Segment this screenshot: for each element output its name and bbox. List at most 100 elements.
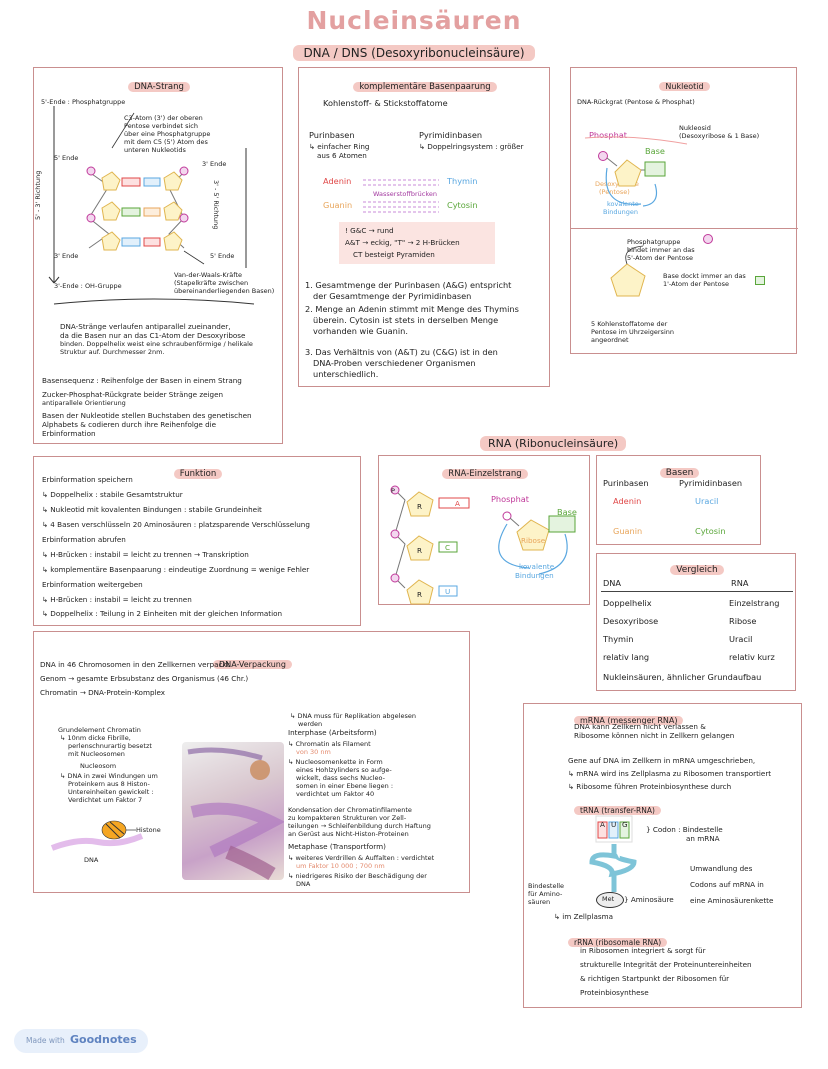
verpackung-heading: DNA-Verpackung xyxy=(213,660,292,669)
rna-base-letter: U xyxy=(445,587,451,596)
trna-diagram xyxy=(589,815,637,892)
pyrimidin-desc: ↳ Doppelringsystem : größer xyxy=(419,142,524,151)
nucleosome-icon xyxy=(50,820,144,851)
funktion-line: Erbinformation abrufen xyxy=(42,535,126,544)
phos-note: Phosphatgruppe xyxy=(627,238,681,246)
codon-note: } Codon : Bindestelle xyxy=(646,825,723,834)
rna-title: RNA (Ribonucleinsäure) xyxy=(480,432,627,451)
dna-label: DNA xyxy=(84,856,99,864)
strang-note: Basensequenz : Reihenfolge der Basen in … xyxy=(42,376,242,385)
dna-strand-diagram xyxy=(48,106,255,305)
nukleosid-label: (Desoxyribose & 1 Base) xyxy=(679,132,760,140)
merkregel-box xyxy=(339,222,495,264)
rna-base-label: Base xyxy=(557,507,577,517)
right-note: teilungen → Schleifenbildung durch Haftu… xyxy=(288,822,431,830)
cytosin-label: Cytosin xyxy=(447,200,478,210)
atoms-label: Kohlenstoff- & Stickstoffatome xyxy=(323,98,448,108)
right-note: verdichtet um Faktor 40 xyxy=(296,790,375,798)
chromatin-illustration xyxy=(187,747,286,881)
right-note: an Gerüst aus Nicht-Histon-Proteinen xyxy=(288,830,409,838)
mrna-line: ↳ mRNA wird ins Zellplasma zu Ribosomen … xyxy=(568,769,772,778)
basen-uracil: Uracil xyxy=(695,496,719,506)
base-square-icon xyxy=(755,276,765,285)
vergleich-cell: relativ kurz xyxy=(729,652,775,662)
dna-strang-panel: DNA-Strang 5'-Ende : Phosphatgruppe C3-A… xyxy=(33,67,283,444)
c-note: 5 Kohlenstoffatome der xyxy=(591,320,668,328)
made-with-label: Made with xyxy=(26,1036,65,1045)
vergleich-cell: Einzelstrang xyxy=(729,598,780,608)
rna-kov-label: Bindungen xyxy=(515,571,554,580)
h-bridge-lines xyxy=(363,179,439,213)
right-note: somen in einer Ebene liegen : xyxy=(296,782,394,790)
strang-note: Alphabets & codieren durch ihre Reihenfo… xyxy=(42,420,217,429)
left-note: Verdichtet um Faktor 7 xyxy=(68,796,143,804)
rrna-heading: rRNA (ribosomale RNA) xyxy=(568,938,668,947)
rna-ribose-letter: R xyxy=(417,546,422,555)
codon-letter: G xyxy=(622,820,628,829)
note-c3: mit dem C5 (5') Atom des xyxy=(124,138,208,146)
rule-line: CT besteigt Pyramiden xyxy=(353,250,435,259)
rna-base-letter: C xyxy=(445,543,451,552)
left-note: Proteinkern aus 8 Histon- xyxy=(68,780,150,788)
met-label: Met xyxy=(602,895,615,903)
goodnotes-badge[interactable]: Made with Goodnotes xyxy=(14,1029,148,1053)
desoxyribose-label: Desoxyribose xyxy=(595,180,639,188)
bruecken-label: Wasserstoffbrücken xyxy=(373,190,437,198)
rna-einzelstrang-panel: RNA-Einzelstrang P R R R A C U Phosphat … xyxy=(378,455,590,605)
basenpaarung-heading: komplementäre Basenpaarung xyxy=(353,82,497,92)
kovalent-label: Bindungen xyxy=(603,208,638,216)
trna-heading: tRNA (transfer-RNA) xyxy=(574,806,661,815)
thymin-label: Thymin xyxy=(447,176,478,186)
basen-pyrimidin: Pyrimidinbasen xyxy=(679,478,743,488)
basen-panel: Basen Purinbasen Pyrimidinbasen Adenin U… xyxy=(596,455,761,545)
vergleich-col-dna: DNA xyxy=(603,578,622,588)
right-note: von 30 nm xyxy=(296,748,331,756)
left-note: Nucleosom xyxy=(80,762,117,770)
bindestelle-label: säuren xyxy=(528,898,551,906)
strang-note: Zucker-Phosphat-Rückgrate beider Stränge… xyxy=(42,390,224,399)
vergleich-panel: Vergleich DNA RNA Doppelhelix Einzelstra… xyxy=(596,553,796,691)
aminosaeure-label: } Aminosäure xyxy=(624,895,674,904)
funktion-line: ↳ 4 Basen verschlüsseln 20 Aminosäuren :… xyxy=(42,520,310,529)
nukleosid-label: Nukleosid xyxy=(679,124,711,132)
label-5-ende: 5' Ende xyxy=(54,154,79,162)
verpackung-intro: Genom → gesamte Erbsubstanz des Organism… xyxy=(40,674,249,683)
purin-title: Purinbasen xyxy=(309,130,355,140)
mrna-line: ↳ Ribosome führen Proteinbiosynthese dur… xyxy=(568,782,732,791)
rna-ribose-letter: R xyxy=(417,502,422,511)
right-note: Metaphase (Transportform) xyxy=(288,842,386,851)
umwandlung-note: eine Aminosäurenkette xyxy=(690,896,774,905)
vergleich-col-rna: RNA xyxy=(731,578,749,588)
right-note: ↳ DNA muss für Replikation abgelesen xyxy=(290,712,416,720)
rrna-line: Proteinbiosynthese xyxy=(580,988,649,997)
codon-note: an mRNA xyxy=(686,834,720,843)
met-node xyxy=(596,892,624,908)
verpackung-intro: DNA in 46 Chromosomen in den Zellkernen … xyxy=(40,660,230,669)
histone-label: Histone xyxy=(136,826,161,834)
funktion-line: ↳ Doppelhelix : Teilung in 2 Einheiten m… xyxy=(42,609,283,618)
nukleotid-panel: Nukleotid DNA-Rückgrat (Pentose & Phosph… xyxy=(570,67,798,354)
right-note: ↳ niedrigeres Risiko der Beschädigung de… xyxy=(288,872,427,880)
label-3-ende: 3' Ende xyxy=(202,160,227,168)
point-line: der Gesamtmenge der Pyrimidinbasen xyxy=(313,291,472,301)
base-note: 1'-Atom der Pentose xyxy=(663,280,729,288)
rrna-line: in Ribosomen integriert & sorgt für xyxy=(580,946,706,955)
funktion-line: Erbinformation speichern xyxy=(42,475,133,484)
base-note: Base dockt immer an das xyxy=(663,272,746,280)
c-note: angeordnet xyxy=(591,336,629,344)
note-c3: über eine Phosphatgruppe xyxy=(124,130,211,138)
right-note: ↳ Nucleosomenkette in Form xyxy=(288,758,383,766)
zellplasma-label: ↳ im Zellplasma xyxy=(554,912,614,921)
right-note: DNA xyxy=(296,880,311,888)
point-line: vorhanden wie Guanin. xyxy=(313,326,408,336)
right-note: wickelt, dass sechs Nucleo- xyxy=(296,774,385,782)
note-vdw: übereinanderliegenden Basen) xyxy=(174,287,275,295)
vergleich-cell: Uracil xyxy=(729,634,753,644)
right-note: ↳ weiteres Verdrillen & Auffalten : verd… xyxy=(288,854,435,862)
rrna-line: & richtigen Startpunkt der Ribosomen für xyxy=(580,974,730,983)
mrna-panel: mRNA (messenger RNA) DNA kann Zellkern n… xyxy=(523,703,802,1008)
kovalent-label: kovalente xyxy=(607,200,639,208)
right-note: ↳ Chromatin als Filament xyxy=(288,740,371,748)
label-5-ende-phosphat: 5'-Ende : Phosphatgruppe xyxy=(41,98,126,106)
left-note: ↳ DNA in zwei Windungen um xyxy=(60,772,158,780)
